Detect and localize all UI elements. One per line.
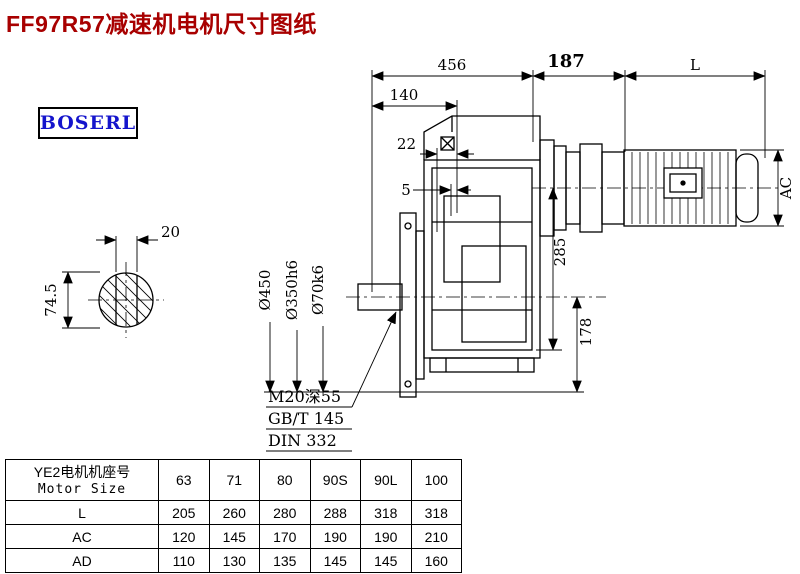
dim-140-label: 140 — [390, 86, 419, 104]
note-din: DIN 332 — [268, 431, 337, 450]
row-label-L: L — [5, 500, 159, 525]
cell-L-2: 280 — [259, 500, 311, 525]
dim-diameters: Ø450 Ø350h6 Ø70k6 — [256, 260, 584, 393]
dim-187: 187 — [532, 51, 626, 152]
cell-AD-1: 130 — [208, 548, 260, 573]
header-size-90S: 90S — [309, 459, 361, 501]
dim-74-5-label: 74.5 — [42, 283, 60, 316]
cell-AD-3: 145 — [309, 548, 361, 573]
dim-74-5: 74.5 — [42, 271, 100, 329]
cell-L-0: 205 — [158, 500, 210, 525]
dim-20-label: 20 — [161, 223, 180, 241]
note-gb: GB/T 145 — [268, 409, 344, 428]
dim-187-label: 187 — [547, 51, 585, 72]
header-motor-size-en: Motor Size — [37, 481, 127, 497]
page-title: FF97R57减速机电机尺寸图纸 — [6, 11, 317, 37]
cell-AC-4: 190 — [360, 524, 412, 549]
cell-AD-4: 145 — [360, 548, 412, 573]
header-size-80: 80 — [259, 459, 311, 501]
dim-AC-label: AC — [777, 177, 795, 200]
hatch-lines — [99, 273, 153, 327]
row-label-AC: AC — [5, 524, 159, 549]
technical-drawing: 456 187 L 140 22 5 — [42, 51, 795, 452]
cell-L-3: 288 — [309, 500, 361, 525]
motor-body — [539, 139, 759, 237]
header-size-90L: 90L — [360, 459, 412, 501]
shaft-section — [98, 272, 154, 328]
centerlines — [88, 187, 782, 338]
dim-456-label: 456 — [438, 56, 467, 74]
dim-AC: AC — [740, 149, 795, 227]
cell-L-4: 318 — [360, 500, 412, 525]
dim-L: L — [624, 56, 766, 158]
cell-AC-0: 120 — [158, 524, 210, 549]
header-size-63: 63 — [158, 459, 210, 501]
dim-285: 285 — [536, 187, 569, 351]
dim-178: 178 — [572, 296, 595, 393]
brand-logo: BOSERL — [38, 107, 138, 139]
cell-AD-2: 135 — [259, 548, 311, 573]
header-size-100: 100 — [410, 459, 462, 501]
dim-5-label: 5 — [401, 181, 411, 199]
cell-AD-0: 110 — [158, 548, 210, 573]
cell-L-1: 260 — [208, 500, 260, 525]
dia-shaft-label: Ø70k6 — [309, 265, 327, 315]
cell-AC-3: 190 — [309, 524, 361, 549]
dim-5: 5 — [401, 181, 471, 216]
header-motor-size-cn: YE2电机机座号 — [33, 463, 131, 480]
dim-22-label: 22 — [397, 135, 416, 153]
gearbox-body — [357, 115, 541, 398]
dim-L-label: L — [690, 56, 700, 74]
dim-178-label: 178 — [577, 318, 595, 347]
note-thread: M20深55 — [268, 387, 341, 406]
row-label-AD: AD — [5, 548, 159, 573]
cell-L-5: 318 — [410, 500, 462, 525]
cell-AC-1: 145 — [208, 524, 260, 549]
dia-spigot-label: Ø350h6 — [283, 260, 301, 320]
cell-AD-5: 160 — [410, 548, 462, 573]
shaft-end-notes: M20深55 GB/T 145 DIN 332 — [266, 311, 397, 452]
cell-AC-2: 170 — [259, 524, 311, 549]
dia-flange-label: Ø450 — [256, 270, 274, 311]
dim-20: 20 — [96, 223, 180, 272]
dim-285-label: 285 — [551, 238, 569, 267]
header-size-71: 71 — [208, 459, 260, 501]
cell-AC-5: 210 — [410, 524, 462, 549]
